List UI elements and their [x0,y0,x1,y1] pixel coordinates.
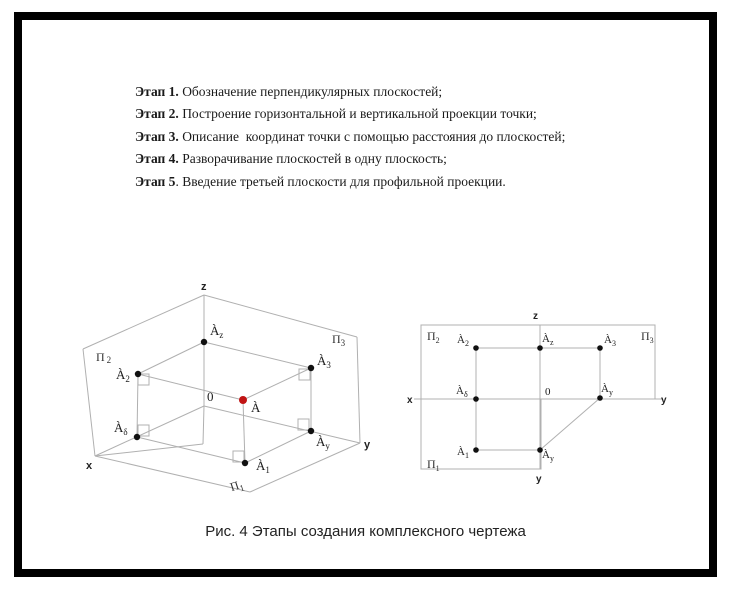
point-ay-right-dot [597,395,603,401]
stage-label: Этап 3. [135,128,179,144]
stage-text: Обозначение перпендикулярных плоскостей; [178,84,443,99]
axis-y-right-label: y [661,395,667,406]
stage-item: Этап 1. Обозначение перпендикулярных пло… [135,81,655,103]
point-a1-dot [473,447,479,453]
plane-p3-label: П3 [332,332,346,348]
stage-label: Этап 1. [135,84,179,99]
plane-p1-label: П1 [427,457,440,473]
point-a1-label: À1 [256,458,270,475]
complex-drawing-diagram: z x y y 0 À2 Àz À3 Àδ Ày À1 Ày П2 П3 П1 [407,311,667,485]
axis-x-label: x [407,395,413,406]
axis-y-label: y [364,439,371,451]
stage-item: Этап 3. Описание координат точки с помощ… [135,126,655,148]
axis-y-bottom-label: y [536,474,542,485]
point-a-red-dot [239,396,247,404]
axis-z-label: z [533,311,538,322]
point-az-label: Àz [542,333,554,347]
axis-x-label: x [86,460,93,472]
figure-caption: Рис. 4 Этапы создания комплексного черте… [205,523,526,540]
point-ay-bottom-label: Ày [542,449,554,463]
page-content: Этап 1. Обозначение перпендикулярных пло… [22,20,709,569]
point-a1-dot [241,459,249,467]
stage-item: Этап 2. Построение горизонтальной и верт… [135,103,655,125]
axis-z-label: z [201,281,207,293]
point-ay-right-label: Ày [601,383,613,397]
point-a2-label: À2 [116,367,130,384]
origin-label: 0 [545,386,551,398]
point-a3-label: À3 [604,334,616,348]
point-a2-label: À2 [457,334,469,348]
point-ax-label: Àδ [456,385,468,399]
point-a3-label: À3 [317,353,331,370]
point-az-dot [200,338,208,346]
point-a2-dot [473,345,479,351]
point-a1-label: À1 [457,446,469,460]
point-ax-label: Àδ [114,420,128,437]
point-a-label: À [251,400,261,415]
point-a2-dot [134,370,142,378]
stage-label: Этап 5 [135,173,176,189]
point-ay-bottom-dot [537,447,543,453]
point-az-dot [537,345,543,351]
stage-list: Этап 1. Обозначение перпендикулярных пло… [135,81,655,193]
plane-p3-label: П3 [641,329,654,345]
point-ax-dot [473,396,479,402]
projection-rays [136,341,312,464]
plane-p1-label: П1 [228,477,245,496]
point-a3-dot [597,345,603,351]
stage-item: Этап 5. Введение третьей плоскости для п… [135,171,655,193]
point-ay-dot [307,427,315,435]
page-frame: Этап 1. Обозначение перпендикулярных пло… [14,12,717,577]
plane-outlines [82,294,361,493]
stage-text: Построение горизонтальной и вертикальной… [178,106,537,122]
right-angle-marks [137,368,311,463]
stage-text: Описание координат точки с помощью расст… [178,128,566,144]
point-ax-dot [133,433,141,441]
stage-text: Разворачивание плоскостей в одну плоскос… [178,151,447,167]
point-a3-dot [307,364,315,372]
plane-rectangles [414,324,662,470]
stage-item: Этап 4. Разворачивание плоскостей в одну… [135,148,655,170]
stage-label: Этап 2. [135,106,179,122]
origin-label: 0 [207,389,214,404]
point-ay-label: Ày [316,434,330,451]
stage-text: . Введение третьей плоскости для профиль… [175,173,506,189]
plane-p2-label: П2 [427,329,440,345]
stage-label: Этап 4. [135,151,179,167]
point-az-label: Àz [210,323,223,340]
